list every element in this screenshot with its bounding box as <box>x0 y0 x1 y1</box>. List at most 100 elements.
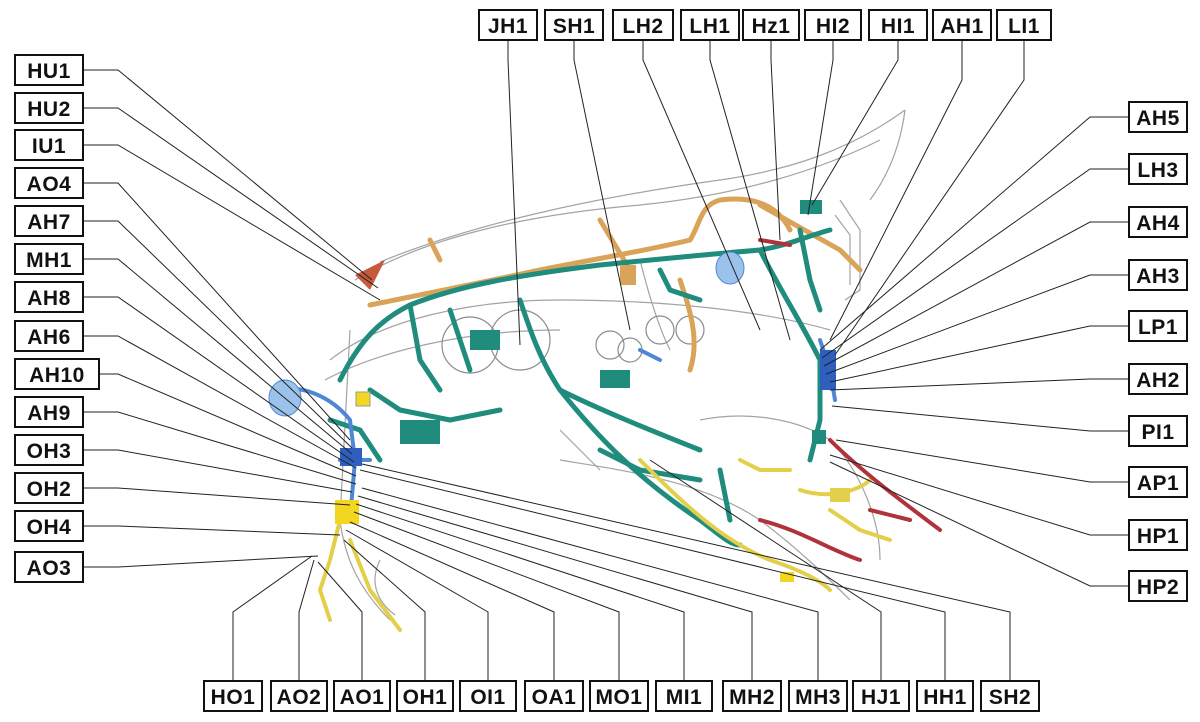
connector-label-oh4: OH4 <box>14 510 84 542</box>
connector-label-mh1: MH1 <box>14 243 84 275</box>
connector-label-mi1: MI1 <box>655 680 713 712</box>
connector-label-ah10: AH10 <box>14 358 100 390</box>
yellow-harness <box>317 458 892 632</box>
leader-line <box>84 182 351 441</box>
leader-line <box>649 459 882 680</box>
leader-line <box>361 487 819 680</box>
connector-label-ao2: AO2 <box>270 680 328 712</box>
leader-line <box>819 116 1128 351</box>
connector-label-ao4: AO4 <box>14 167 84 199</box>
connector-label-hi2: HI2 <box>804 9 862 41</box>
connector-label-hh1: HH1 <box>916 680 974 712</box>
leader-line <box>642 41 761 331</box>
connector-label-hz1: Hz1 <box>742 9 800 41</box>
connector-label-oh3: OH3 <box>14 434 84 466</box>
connector-label-hp1: HP1 <box>1128 519 1188 551</box>
connector-label-lh3: LH3 <box>1128 153 1188 185</box>
leader-line <box>84 449 353 493</box>
connector-label-hu1: HU1 <box>14 54 84 86</box>
leader-line <box>811 41 899 206</box>
connector-label-ah5: AH5 <box>1128 101 1188 133</box>
leader-line <box>357 495 753 680</box>
connector-label-mo1: MO1 <box>589 680 649 712</box>
connector-label-oa1: OA1 <box>524 680 584 712</box>
leader-line <box>359 469 946 680</box>
connector-label-jh1: JH1 <box>478 9 538 41</box>
leader-line <box>84 525 341 536</box>
leader-line <box>829 41 963 341</box>
leader-line <box>709 41 791 341</box>
leader-line <box>317 561 363 680</box>
connector-label-ao1: AO1 <box>333 680 391 712</box>
connector-label-ah8: AH8 <box>14 281 84 313</box>
connector-label-ah4: AH4 <box>1128 206 1188 238</box>
leader-line <box>823 221 1128 367</box>
leader-line <box>298 559 315 680</box>
connector-label-lh1: LH1 <box>680 9 740 41</box>
teal-harness <box>327 227 833 548</box>
connector-label-ah2: AH2 <box>1128 363 1188 395</box>
leader-line <box>353 511 620 680</box>
blue-harness <box>278 338 837 522</box>
leader-line <box>100 373 357 477</box>
leader-line <box>84 69 373 281</box>
leader-line <box>825 274 1128 375</box>
leader-line <box>232 555 313 680</box>
connector-label-ap1: AP1 <box>1128 466 1188 498</box>
leader-line <box>84 335 357 469</box>
connector-label-oh2: OH2 <box>14 472 84 504</box>
connector-label-iu1: IU1 <box>14 129 84 161</box>
connector-label-hj1: HJ1 <box>852 680 910 712</box>
leader-line <box>84 258 353 455</box>
leader-line <box>345 529 489 680</box>
leader-line <box>84 411 357 485</box>
leader-line <box>829 378 1128 391</box>
connector-label-ah1: AH1 <box>932 9 992 41</box>
connector-label-ho1: HO1 <box>203 680 263 712</box>
leader-line <box>343 539 426 680</box>
connector-label-sh2: SH2 <box>980 680 1040 712</box>
leader-line <box>84 107 379 289</box>
leader-line <box>84 296 355 463</box>
leader-line <box>807 41 834 216</box>
leader-line <box>84 220 353 449</box>
components <box>268 200 850 582</box>
connector-label-mh2: MH2 <box>722 680 782 712</box>
leader-line <box>84 555 319 568</box>
leader-line <box>831 405 1128 432</box>
connector-label-ah7: AH7 <box>14 205 84 237</box>
leader-line <box>835 439 1128 483</box>
connector-label-li1: LI1 <box>996 9 1052 41</box>
connector-label-mh3: MH3 <box>788 680 848 712</box>
leader-line <box>821 168 1128 359</box>
connector-label-lh2: LH2 <box>612 9 674 41</box>
leader-line <box>355 503 685 680</box>
leader-line <box>829 461 1128 587</box>
leader-line <box>84 144 381 301</box>
connector-label-hu2: HU2 <box>14 92 84 124</box>
leader-line <box>829 325 1128 383</box>
connector-label-sh1: SH1 <box>544 9 604 41</box>
leader-line <box>770 41 781 241</box>
orange-harness <box>367 196 863 373</box>
connector-label-ah6: AH6 <box>14 320 84 352</box>
leader-line <box>349 521 555 680</box>
connector-label-ao3: AO3 <box>14 551 84 583</box>
connector-label-pi1: PI1 <box>1128 415 1188 447</box>
leader-line <box>829 454 1128 536</box>
red-harness <box>758 238 942 562</box>
leader-line <box>573 41 631 331</box>
leader-line <box>84 487 351 506</box>
connector-label-hp2: HP2 <box>1128 570 1188 602</box>
connector-label-lp1: LP1 <box>1128 310 1188 342</box>
leader-line <box>507 41 521 346</box>
connector-label-ah9: AH9 <box>14 396 84 428</box>
leader-line <box>834 41 1025 356</box>
connector-label-hi1: HI1 <box>868 9 928 41</box>
leader-lines <box>84 41 1128 680</box>
connector-label-ah3: AH3 <box>1128 259 1188 291</box>
leader-line <box>361 463 1011 680</box>
connector-label-oi1: OI1 <box>459 680 517 712</box>
connector-label-oh1: OH1 <box>396 680 454 712</box>
